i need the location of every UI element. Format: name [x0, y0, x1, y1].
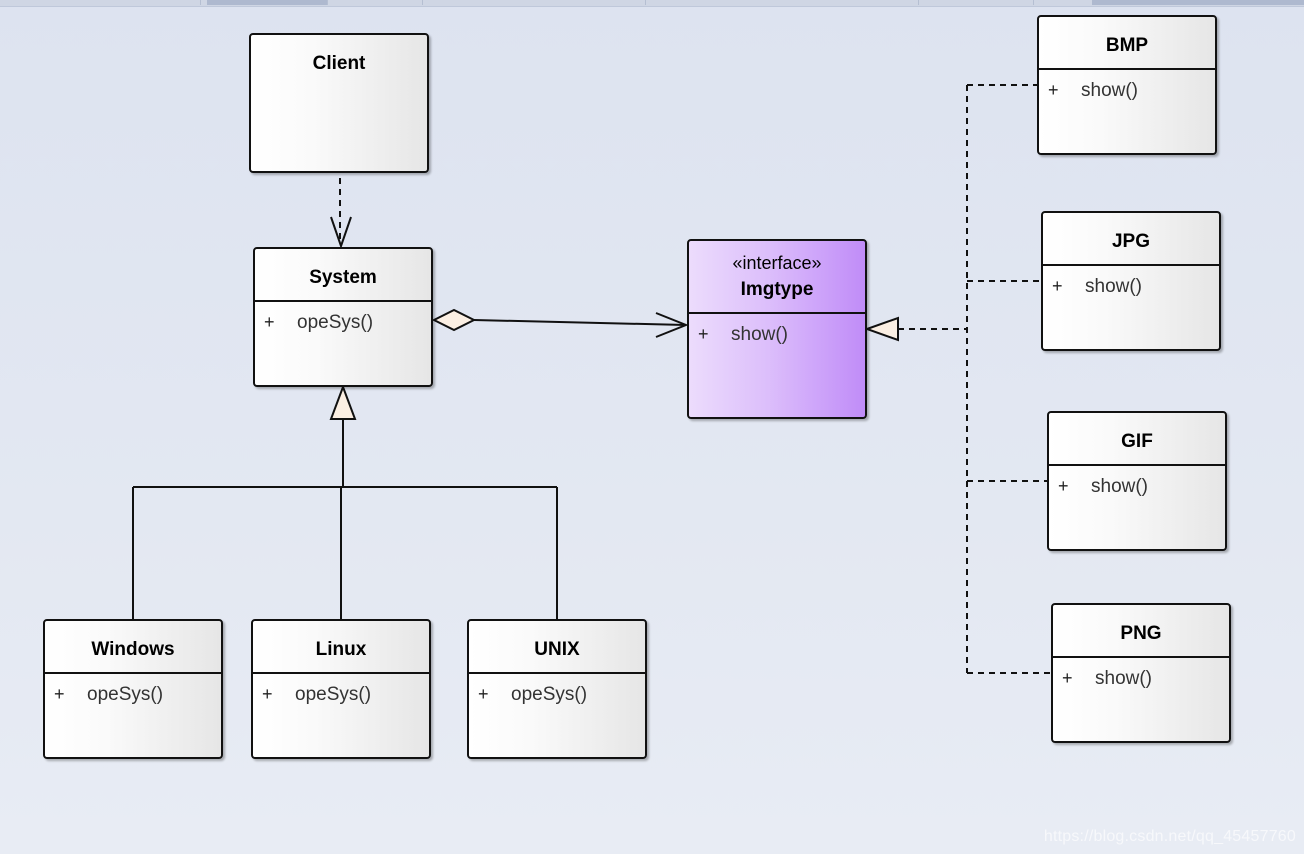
realization-tree[interactable]	[864, 84, 1051, 674]
compartment-divider	[1039, 68, 1215, 70]
generalization-tree[interactable]	[132, 384, 558, 619]
class-name: Linux	[315, 639, 367, 660]
operation-visibility: +	[264, 312, 275, 332]
class-name: PNG	[1120, 623, 1162, 644]
operation: show()	[731, 324, 789, 345]
dependency-client-system[interactable]	[330, 178, 352, 250]
class-name: BMP	[1105, 35, 1149, 56]
class-system[interactable]: System + opeSys()	[253, 247, 433, 387]
top-toolbar-strip	[0, 0, 1304, 7]
stereotype-label: «interface»	[732, 253, 822, 273]
compartment-divider	[255, 300, 431, 302]
toolbar-segment	[423, 0, 646, 5]
class-name: Windows	[91, 639, 175, 660]
class-name: UNIX	[534, 639, 580, 660]
class-name: Client	[312, 53, 366, 74]
operation-visibility: +	[698, 324, 709, 344]
compartment-divider	[1049, 464, 1225, 466]
class-windows[interactable]: Windows + opeSys()	[43, 619, 223, 759]
toolbar-segment-active[interactable]	[207, 0, 328, 5]
class-gif[interactable]: GIF + show()	[1047, 411, 1227, 551]
class-name: Imgtype	[740, 279, 814, 300]
compartment-divider	[689, 312, 865, 314]
operation: opeSys()	[511, 684, 588, 705]
interface-imgtype[interactable]: «interface» Imgtype + show()	[687, 239, 867, 419]
compartment-divider	[1043, 264, 1219, 266]
toolbar-segment	[328, 0, 423, 5]
operation-visibility: +	[262, 684, 273, 704]
class-name: JPG	[1111, 231, 1151, 252]
compartment-divider	[253, 672, 429, 674]
operation: opeSys()	[295, 684, 372, 705]
toolbar-segment	[919, 0, 1034, 5]
operation: show()	[1085, 276, 1143, 297]
class-linux[interactable]: Linux + opeSys()	[251, 619, 431, 759]
class-client[interactable]: Client	[249, 33, 429, 173]
compartment-divider	[1053, 656, 1229, 658]
operation: opeSys()	[87, 684, 164, 705]
operation: show()	[1091, 476, 1149, 497]
watermark-url: https://blog.csdn.net/qq_45457760	[1043, 828, 1296, 845]
operation-visibility: +	[1052, 276, 1063, 296]
class-name: System	[309, 267, 377, 288]
class-jpg[interactable]: JPG + show()	[1041, 211, 1221, 351]
class-name: GIF	[1121, 431, 1153, 452]
class-unix[interactable]: UNIX + opeSys()	[467, 619, 647, 759]
operation: show()	[1081, 80, 1139, 101]
class-png[interactable]: PNG + show()	[1051, 603, 1231, 743]
operation: opeSys()	[297, 312, 374, 333]
operation-visibility: +	[478, 684, 489, 704]
aggregation-system-imgtype[interactable]	[431, 308, 689, 338]
compartment-divider	[45, 672, 221, 674]
compartment-divider	[469, 672, 645, 674]
operation-visibility: +	[1062, 668, 1073, 688]
operation-visibility: +	[1048, 80, 1059, 100]
operation: show()	[1095, 668, 1153, 689]
class-bmp[interactable]: BMP + show()	[1037, 15, 1217, 155]
toolbar-segment	[646, 0, 919, 5]
operation-visibility: +	[54, 684, 65, 704]
operation-visibility: +	[1058, 476, 1069, 496]
toolbar-segment-active[interactable]	[1092, 0, 1304, 5]
toolbar-segment	[0, 0, 201, 5]
